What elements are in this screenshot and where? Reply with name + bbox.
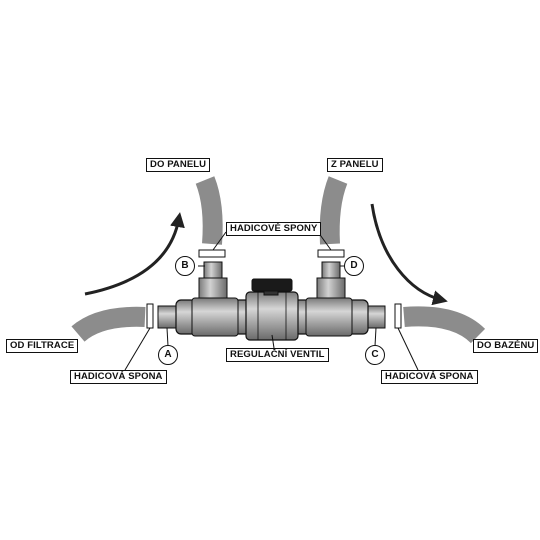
- hose-do-panelu: [195, 176, 223, 245]
- hose-do-bazenu: [403, 306, 486, 344]
- marker-a: A: [158, 345, 178, 365]
- valve-left-tee: [191, 297, 239, 337]
- label-do-panelu: DO PANELU: [146, 158, 211, 172]
- stub-a: [157, 305, 179, 329]
- label-hadicova-spona-left: HADICOVÁ SPONA: [70, 370, 167, 384]
- valve-handle: [251, 278, 293, 292]
- leader-hadicova-spona-left: [124, 327, 151, 371]
- flow-arrow-down-right: [370, 203, 448, 306]
- label-hadicove-spony: HADICOVÉ SPONY: [226, 222, 322, 236]
- flow-arrow-up-left: [84, 212, 185, 296]
- leader-hadicova-spona-right: [397, 327, 419, 371]
- leader-a: [166, 327, 169, 347]
- label-od-filtrace: OD FILTRACE: [6, 339, 79, 353]
- valve-right-tee: [305, 297, 353, 337]
- marker-c: C: [365, 345, 385, 365]
- hose-od-filtrace: [71, 306, 146, 342]
- leader-c: [374, 327, 377, 347]
- label-hadicova-spona-right: HADICOVÁ SPONA: [381, 370, 478, 384]
- leader-hadicove-spony-left: [212, 231, 227, 251]
- clamp-left: [146, 303, 154, 329]
- label-z-panelu: Z PANELU: [327, 158, 383, 172]
- clamp-top-left: [198, 249, 226, 258]
- clamp-right: [394, 303, 402, 329]
- stub-d-top: [321, 261, 341, 279]
- stub-b-top: [203, 261, 223, 279]
- leader-regulacni-ventil: [271, 334, 275, 349]
- hose-z-panelu: [319, 176, 348, 245]
- marker-d: D: [344, 256, 364, 276]
- clamp-top-right: [317, 249, 345, 258]
- label-do-bazenu: DO BAZÉNU: [473, 339, 539, 353]
- valve-center-collar: [245, 291, 299, 341]
- label-regulacni-ventil: REGULAČNÍ VENTIL: [226, 348, 329, 362]
- marker-b: B: [175, 256, 195, 276]
